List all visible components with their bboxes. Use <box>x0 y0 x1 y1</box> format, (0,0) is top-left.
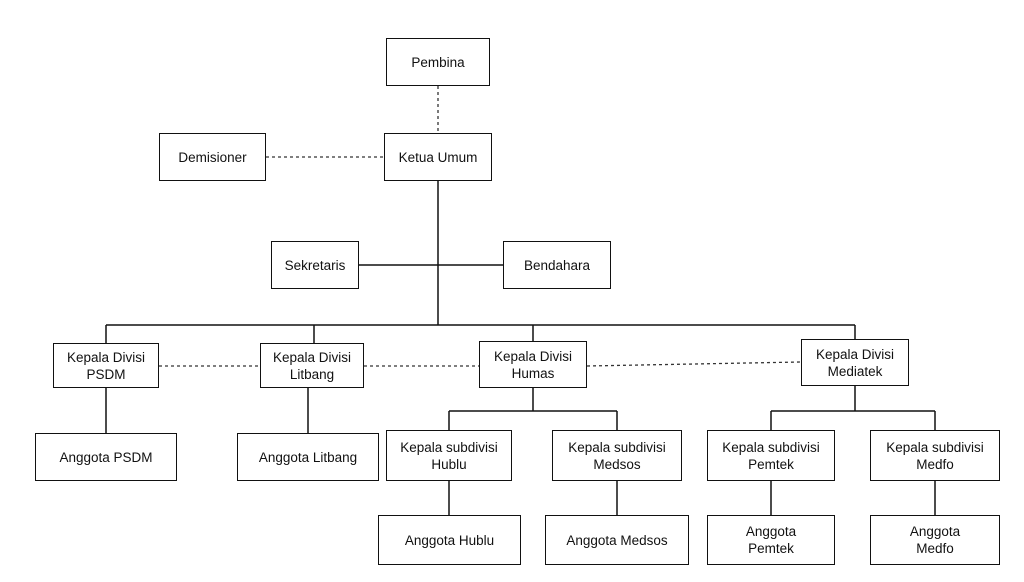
node-demisioner: Demisioner <box>159 133 266 181</box>
node-label: Kepala subdivisi Medfo <box>886 439 984 472</box>
node-anggota-medsos: Anggota Medsos <box>545 515 689 565</box>
node-anggota-pemtek: Anggota Pemtek <box>707 515 835 565</box>
node-kasub-hublu: Kepala subdivisi Hublu <box>386 430 512 481</box>
node-anggota-litbang: Anggota Litbang <box>237 433 379 481</box>
node-label: Anggota PSDM <box>59 449 153 465</box>
node-label: Ketua Umum <box>398 149 478 165</box>
node-label: Kepala subdivisi Hublu <box>400 439 498 472</box>
node-label: Bendahara <box>523 257 591 273</box>
node-label: Kepala subdivisi Medsos <box>568 439 666 472</box>
node-label: Kepala subdivisi Pemtek <box>722 439 820 472</box>
node-kadiv-litbang: Kepala Divisi Litbang <box>260 343 364 388</box>
node-kasub-pemtek: Kepala subdivisi Pemtek <box>707 430 835 481</box>
node-kasub-medsos: Kepala subdivisi Medsos <box>552 430 682 481</box>
node-pembina: Pembina <box>386 38 490 86</box>
node-label: Anggota Hublu <box>404 532 495 548</box>
node-label: Anggota Pemtek <box>745 524 797 556</box>
node-label: Anggota Medfo <box>909 524 961 556</box>
node-label: Kepala Divisi Humas <box>493 348 573 381</box>
node-kadiv-psdm: Kepala Divisi PSDM <box>53 343 159 388</box>
node-kadiv-mediatek: Kepala Divisi Mediatek <box>801 339 909 386</box>
node-label: Kepala Divisi Litbang <box>272 349 352 382</box>
node-label: Kepala Divisi PSDM <box>66 349 146 382</box>
node-kadiv-humas: Kepala Divisi Humas <box>479 341 587 388</box>
node-anggota-psdm: Anggota PSDM <box>35 433 177 481</box>
node-kasub-medfo: Kepala subdivisi Medfo <box>870 430 1000 481</box>
node-anggota-hublu: Anggota Hublu <box>378 515 521 565</box>
node-bendahara: Bendahara <box>503 241 611 289</box>
node-ketua-umum: Ketua Umum <box>384 133 492 181</box>
node-label: Anggota Litbang <box>258 449 358 465</box>
node-anggota-medfo: Anggota Medfo <box>870 515 1000 565</box>
node-label: Anggota Medsos <box>566 532 668 548</box>
connector-humas-mediatek <box>586 361 802 367</box>
node-sekretaris: Sekretaris <box>271 241 359 289</box>
node-label: Kepala Divisi Mediatek <box>815 346 895 379</box>
node-label: Pembina <box>411 54 465 70</box>
node-label: Demisioner <box>178 149 247 165</box>
node-label: Sekretaris <box>284 257 346 273</box>
